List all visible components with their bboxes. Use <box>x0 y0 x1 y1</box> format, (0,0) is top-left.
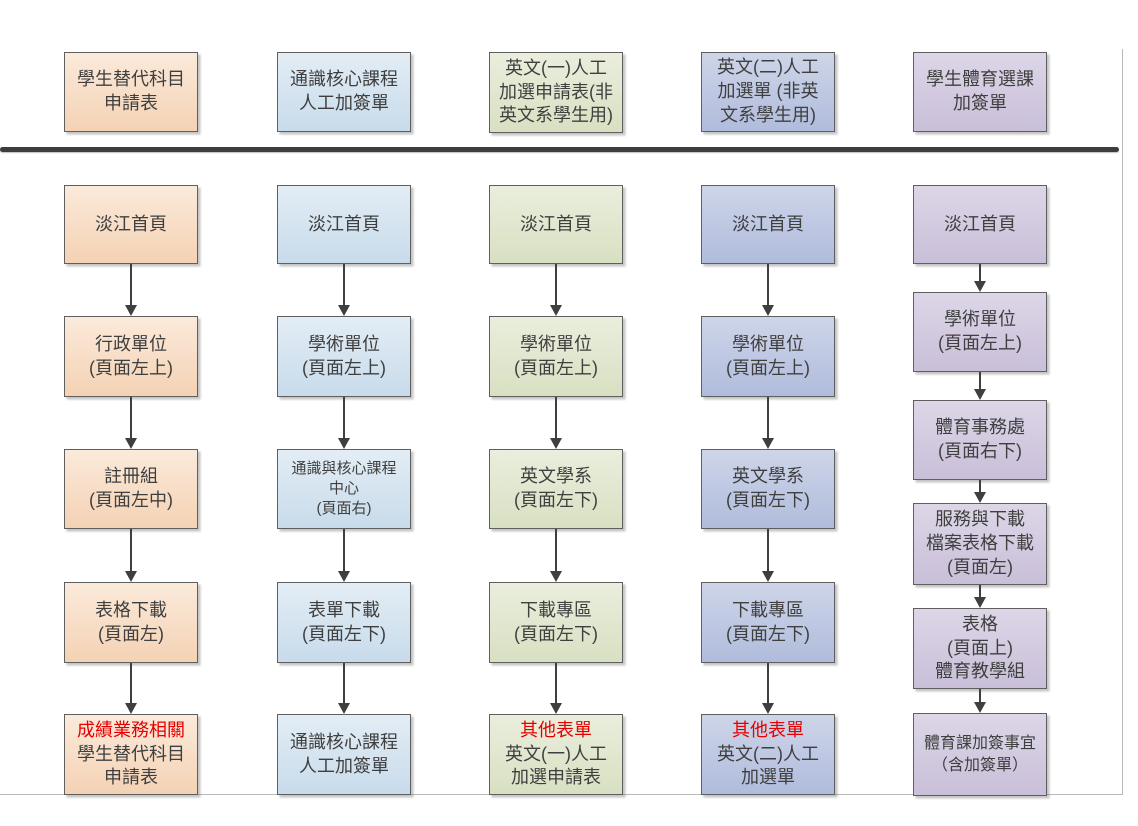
arrow-down-icon <box>973 372 987 400</box>
flow-step-box-final: 通識核心課程 人工加簽單 <box>277 714 411 795</box>
step-label: 英文(一)人工 加選申請表 <box>505 743 607 788</box>
arrow-down-icon <box>549 663 563 714</box>
arrow-down-icon <box>761 529 775 582</box>
step-label: 表格下載 (頁面左) <box>95 599 167 644</box>
flow-step-box: 英文學系 (頁面左下) <box>489 449 623 529</box>
arrow-down-icon <box>973 689 987 713</box>
header-label: 學生體育選課 加簽單 <box>926 69 1034 113</box>
header-divider-line <box>0 147 1119 152</box>
flow-column-english-1: 英文(一)人工 加選申請表(非 英文系學生用) 淡江首頁 學術單位 (頁面左上)… <box>489 0 623 826</box>
flow-step-box: 淡江首頁 <box>64 185 198 264</box>
step-label: 學術單位 (頁面左上) <box>302 333 386 378</box>
step-label: 淡江首頁 <box>944 213 1016 234</box>
header-box: 學生替代科目 申請表 <box>64 52 198 132</box>
flow-column-pe-course: 學生體育選課 加簽單 淡江首頁 學術單位 (頁面左上) 體育事務處 (頁面右下)… <box>913 0 1047 826</box>
flow-column-substitute-subject: 學生替代科目 申請表 淡江首頁 行政單位 (頁面左上) 註冊組 (頁面左中) 表… <box>64 0 198 826</box>
flow-step-box: 表單下載 (頁面左下) <box>277 582 411 663</box>
step-highlight-label: 成績業務相關 <box>77 719 185 740</box>
arrow-down-icon <box>337 663 351 714</box>
step-label: 表格 (頁面上) 體育教學組 <box>935 613 1025 682</box>
flow-step-box: 表格下載 (頁面左) <box>64 582 198 663</box>
step-label: 註冊組 (頁面左中) <box>89 466 173 510</box>
step-label: 體育課加簽事宜 （含加簽單） <box>923 735 1036 774</box>
step-label: 淡江首頁 <box>95 213 167 234</box>
step-label: 體育事務處 (頁面右下) <box>935 417 1025 461</box>
flow-column-english-2: 英文(二)人工 加選單 (非英 文系學生用) 淡江首頁 學術單位 (頁面左上) … <box>701 0 835 826</box>
arrow-down-icon <box>549 264 563 316</box>
step-label: 通識與核心課程 中心 (頁面右) <box>291 460 397 517</box>
flow-step-box: 淡江首頁 <box>277 185 411 264</box>
step-label: 下載專區 (頁面左下) <box>514 599 598 644</box>
flow-column-general-core: 通識核心課程 人工加簽單 淡江首頁 學術單位 (頁面左上) 通識與核心課程 中心… <box>277 0 411 826</box>
header-label: 英文(一)人工 加選申請表(非 英文系學生用) <box>499 57 613 126</box>
arrow-down-icon <box>337 264 351 316</box>
page-border-right <box>1122 49 1123 794</box>
header-label: 通識核心課程 人工加簽單 <box>290 69 398 113</box>
flow-step-box-final: 其他表單 英文(一)人工 加選申請表 <box>489 714 623 795</box>
header-box: 學生體育選課 加簽單 <box>913 52 1047 132</box>
arrow-down-icon <box>973 264 987 292</box>
step-label: 下載專區 (頁面左下) <box>726 599 810 644</box>
step-label: 服務與下載 檔案表格下載 (頁面左) <box>926 509 1034 577</box>
header-box: 英文(二)人工 加選單 (非英 文系學生用) <box>701 52 835 132</box>
header-label: 英文(二)人工 加選單 (非英 文系學生用) <box>717 57 819 125</box>
step-label: 淡江首頁 <box>732 213 804 234</box>
step-highlight-label: 其他表單 <box>732 719 804 740</box>
flow-step-box: 學術單位 (頁面左上) <box>701 316 835 397</box>
arrow-down-icon <box>124 264 138 316</box>
step-label: 淡江首頁 <box>308 213 380 234</box>
header-box: 英文(一)人工 加選申請表(非 英文系學生用) <box>489 52 623 133</box>
flow-step-box: 體育事務處 (頁面右下) <box>913 400 1047 480</box>
arrow-down-icon <box>124 529 138 582</box>
step-highlight-label: 其他表單 <box>520 719 592 740</box>
flow-step-box: 表格 (頁面上) 體育教學組 <box>913 608 1047 689</box>
step-label: 學術單位 (頁面左上) <box>514 333 598 378</box>
flow-step-box: 淡江首頁 <box>489 185 623 264</box>
step-label: 行政單位 (頁面左上) <box>89 333 173 378</box>
arrow-down-icon <box>761 264 775 316</box>
flow-step-box-final: 體育課加簽事宜 （含加簽單） <box>913 713 1047 796</box>
step-label: 學生替代科目 申請表 <box>77 743 185 788</box>
header-label: 學生替代科目 申請表 <box>77 69 185 113</box>
step-label: 英文學系 (頁面左下) <box>726 466 810 510</box>
flow-step-box: 學術單位 (頁面左上) <box>277 316 411 397</box>
step-label: 表單下載 (頁面左下) <box>302 599 386 644</box>
arrow-down-icon <box>124 397 138 449</box>
flow-step-box: 學術單位 (頁面左上) <box>913 292 1047 372</box>
step-label: 通識核心課程 人工加簽單 <box>290 731 398 776</box>
arrow-down-icon <box>549 529 563 582</box>
step-label: 英文學系 (頁面左下) <box>514 466 598 510</box>
flow-step-box: 英文學系 (頁面左下) <box>701 449 835 529</box>
step-label: 學術單位 (頁面左上) <box>726 333 810 378</box>
flow-step-box: 淡江首頁 <box>913 185 1047 264</box>
arrow-down-icon <box>549 397 563 449</box>
flow-step-box: 通識與核心課程 中心 (頁面右) <box>277 449 411 529</box>
arrow-down-icon <box>761 397 775 449</box>
header-box: 通識核心課程 人工加簽單 <box>277 52 411 132</box>
flow-step-box: 下載專區 (頁面左下) <box>701 582 835 663</box>
flow-step-box: 註冊組 (頁面左中) <box>64 449 198 529</box>
flow-step-box: 行政單位 (頁面左上) <box>64 316 198 397</box>
arrow-down-icon <box>973 480 987 503</box>
arrow-down-icon <box>337 397 351 449</box>
step-label: 英文(二)人工 加選單 <box>717 743 819 788</box>
flow-step-box: 學術單位 (頁面左上) <box>489 316 623 397</box>
step-label: 淡江首頁 <box>520 213 592 234</box>
step-label: 學術單位 (頁面左上) <box>938 309 1022 353</box>
arrow-down-icon <box>973 585 987 608</box>
flow-step-box: 服務與下載 檔案表格下載 (頁面左) <box>913 503 1047 585</box>
arrow-down-icon <box>761 663 775 714</box>
flow-step-box-final: 成績業務相關 學生替代科目 申請表 <box>64 714 198 795</box>
flow-step-box: 下載專區 (頁面左下) <box>489 582 623 663</box>
arrow-down-icon <box>124 663 138 714</box>
flow-step-box: 淡江首頁 <box>701 185 835 264</box>
arrow-down-icon <box>337 529 351 582</box>
flow-step-box-final: 其他表單 英文(二)人工 加選單 <box>701 714 835 795</box>
